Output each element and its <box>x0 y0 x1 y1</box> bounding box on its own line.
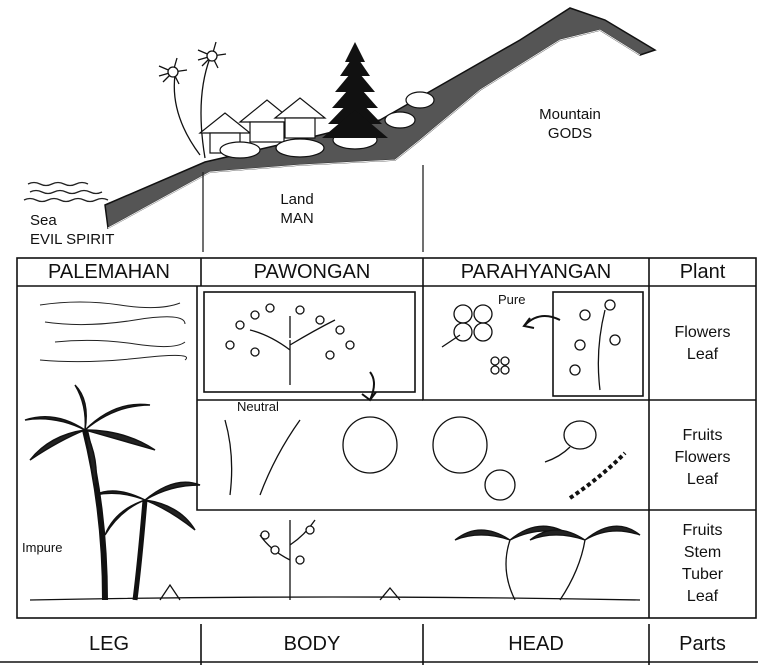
palemahan-palms <box>25 385 200 600</box>
impure-annotation: Impure <box>22 538 62 557</box>
plant-row-1-item: Leaf <box>649 344 756 366</box>
plant-row-2-item: Fruits <box>649 425 756 447</box>
meru-tree <box>322 42 388 138</box>
part-head: HEAD <box>423 632 649 656</box>
plant-row-3-item: Leaf <box>649 586 756 608</box>
plant-row-3-item: Fruits <box>649 520 756 542</box>
part-leg: LEG <box>17 632 201 656</box>
sea-label-line2: EVIL SPIRIT <box>30 230 114 249</box>
palemahan-scribbles <box>40 302 187 362</box>
neutral-annotation: Neutral <box>237 397 279 416</box>
mountain-label: Mountain GODS <box>520 105 620 143</box>
plant-row-1: Flowers Leaf <box>649 322 756 366</box>
land-label-line2: MAN <box>272 209 322 228</box>
plant-row-3-item: Tuber <box>649 564 756 586</box>
plant-row-2: Fruits Flowers Leaf <box>649 425 756 491</box>
header-palemahan: PALEMAHAN <box>17 260 201 284</box>
plant-row-1-item: Flowers <box>649 322 756 344</box>
pawongan-tree <box>226 304 376 400</box>
part-body: BODY <box>201 632 423 656</box>
sea-waves <box>24 183 108 202</box>
sea-label: Sea EVIL SPIRIT <box>30 211 114 249</box>
header-parahyangan: PARAHYANGAN <box>423 260 649 284</box>
parahyangan-flowers <box>442 300 620 390</box>
plant-row-3-item: Stem <box>649 542 756 564</box>
plant-row-3: Fruits Stem Tuber Leaf <box>649 520 756 608</box>
land-label: Land MAN <box>272 190 322 228</box>
sea-label-line1: Sea <box>30 211 114 230</box>
mountain-label-line2: GODS <box>520 124 620 143</box>
pure-annotation: Pure <box>498 290 525 309</box>
bottom-row-plants <box>30 520 640 600</box>
part-parts: Parts <box>649 632 756 656</box>
header-plant: Plant <box>649 260 756 284</box>
mountain-label-line1: Mountain <box>520 105 620 124</box>
land-label-line1: Land <box>272 190 322 209</box>
plant-row-2-item: Leaf <box>649 469 756 491</box>
plant-row-2-item: Flowers <box>649 447 756 469</box>
neutral-row-plants <box>225 417 625 500</box>
header-pawongan: PAWONGAN <box>201 260 423 284</box>
